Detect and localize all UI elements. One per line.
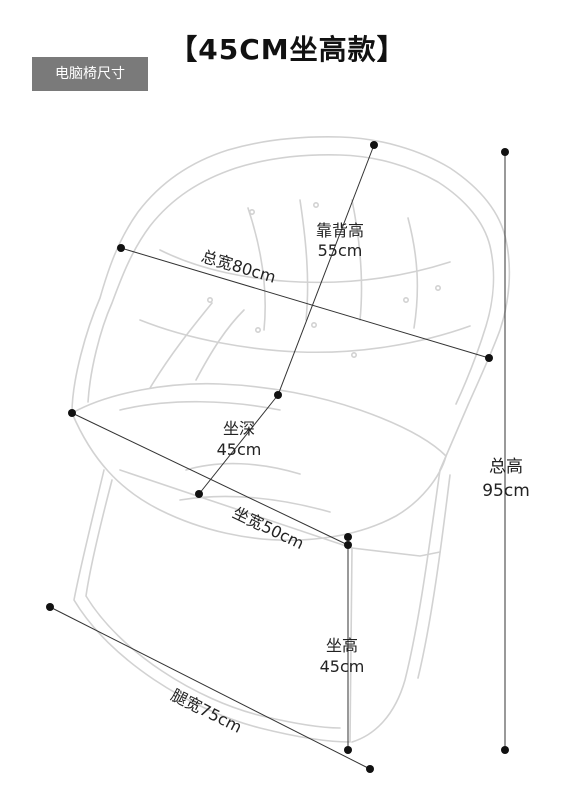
seat-height-name-label: 坐高	[326, 636, 358, 655]
back-height-name-label: 靠背高	[316, 221, 364, 240]
endpoint-marker	[485, 354, 493, 362]
endpoint-marker	[344, 541, 352, 549]
endpoint-marker	[195, 490, 203, 498]
total-width-label: 总宽80cm	[199, 247, 278, 287]
seat-depth-line	[198, 394, 279, 495]
endpoint-marker	[501, 746, 509, 754]
seat-height-value-label: 45cm	[320, 657, 365, 676]
endpoint-marker	[274, 391, 282, 399]
endpoint-marker	[68, 409, 76, 417]
endpoint-marker	[501, 148, 509, 156]
total-height-value-label: 95cm	[482, 481, 530, 501]
seat-width-line	[71, 412, 349, 546]
endpoint-marker	[46, 603, 54, 611]
chair-back-outline-inner	[87, 154, 495, 405]
seat-depth-name-label: 坐深	[223, 419, 255, 438]
endpoint-marker	[344, 746, 352, 754]
seat-width-label: 坐宽50cm	[230, 503, 307, 553]
dimension-lines	[49, 144, 506, 770]
endpoint-marker	[366, 765, 374, 773]
total-height-name-label: 总高	[489, 457, 523, 477]
dimension-endpoints	[46, 141, 509, 773]
endpoint-marker	[117, 244, 125, 252]
leg-width-label: 腿宽75cm	[168, 685, 245, 737]
back-height-value-label: 55cm	[318, 241, 363, 260]
total-width-line	[120, 247, 490, 359]
chair-back-outline	[71, 136, 511, 471]
back-height-line	[277, 144, 375, 396]
endpoint-marker	[370, 141, 378, 149]
category-badge: 电脑椅尺寸	[32, 57, 148, 91]
chair-frame	[73, 469, 353, 743]
chair-illustration	[71, 136, 511, 743]
page-title: 【45CM坐高款】	[169, 33, 406, 66]
leg-width-line	[49, 606, 371, 770]
seat-depth-value-label: 45cm	[217, 440, 262, 459]
endpoint-marker	[344, 533, 352, 541]
chair-seat-outline	[71, 382, 447, 542]
